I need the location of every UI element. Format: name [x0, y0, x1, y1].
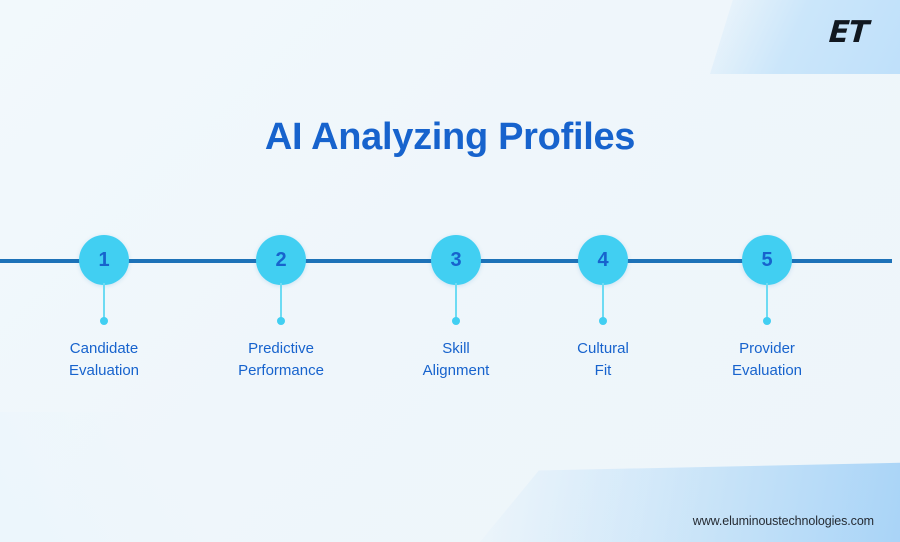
connector-dot-4	[599, 317, 607, 325]
connector-dot-5	[763, 317, 771, 325]
connector-stem-5	[766, 283, 768, 320]
step-label-4: Cultural Fit	[513, 338, 693, 382]
connector-stem-1	[103, 283, 105, 320]
connector-stem-4	[602, 283, 604, 320]
step-label-3: Skill Alignment	[366, 338, 546, 382]
step-number-badge-1: 1	[79, 235, 129, 285]
step-label-line1-4: Cultural	[577, 340, 629, 357]
step-label-line2-2: Performance	[238, 361, 324, 379]
step-number-badge-5: 5	[742, 235, 792, 285]
connector-stem-2	[280, 283, 282, 320]
step-label-line1-3: Skill	[442, 340, 470, 357]
step-label-line1-1: Candidate	[69, 340, 139, 357]
connector-dot-1	[100, 317, 108, 325]
page-title: AI Analyzing Profiles	[264, 116, 636, 158]
step-label-line2-5: Evaluation	[731, 361, 803, 379]
step-label-2: Predictive Performance	[191, 338, 371, 382]
connector-stem-3	[455, 283, 457, 320]
connector-dot-2	[277, 317, 285, 325]
step-label-5: Provider Evaluation	[677, 338, 857, 382]
footer-website-url[interactable]: www.eluminoustechnologies.com	[692, 514, 874, 528]
step-number-badge-4: 4	[578, 235, 628, 285]
step-number-badge-2: 2	[256, 235, 306, 285]
connector-dot-3	[452, 317, 460, 325]
step-label-line2-4: Fit	[594, 361, 612, 379]
step-label-line1-5: Provider	[739, 340, 795, 357]
step-number-badge-3: 3	[431, 235, 481, 285]
step-label-line2-1: Evaluation	[68, 361, 140, 379]
step-label-line2-3: Alignment	[422, 361, 490, 379]
step-label-1: Candidate Evaluation	[14, 338, 194, 382]
step-label-line1-2: Predictive	[248, 340, 314, 357]
